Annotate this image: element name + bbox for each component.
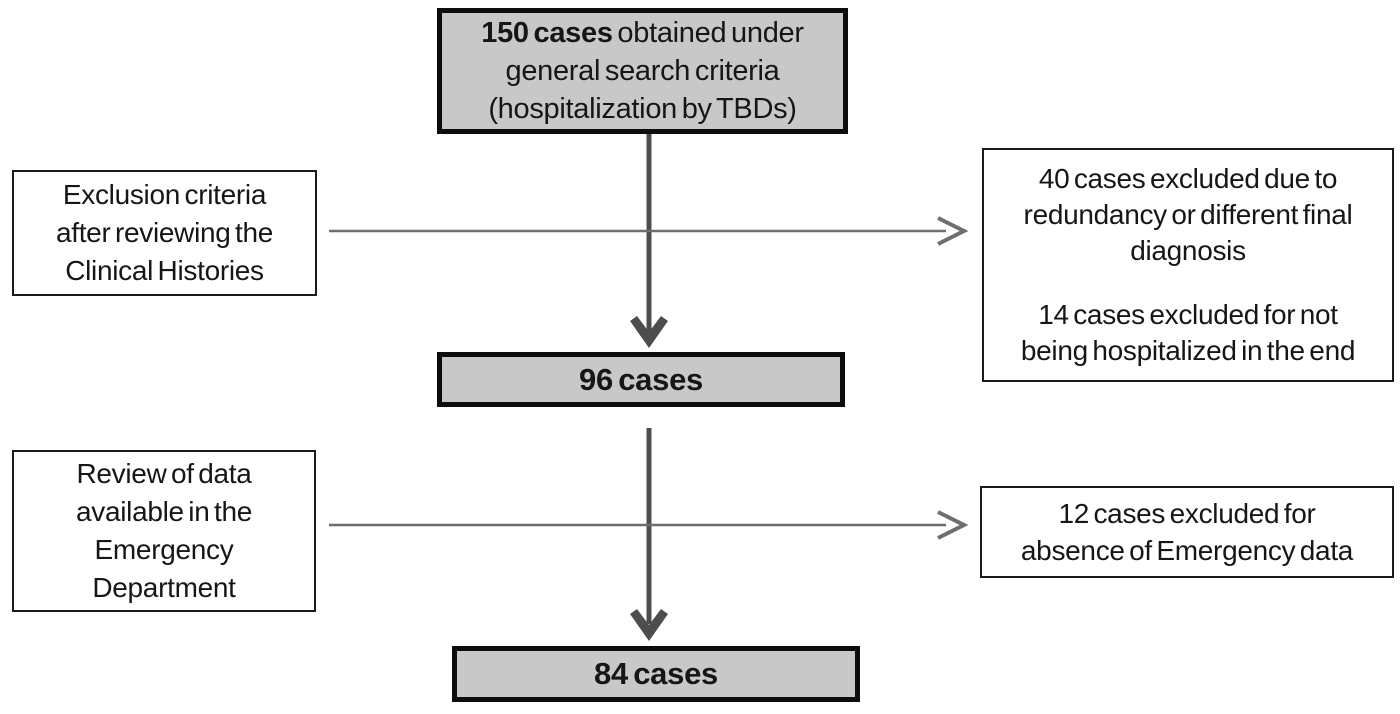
exclusion-criteria-box: Exclusion criteria after reviewing the C…	[12, 170, 317, 296]
emergency-review-line-4: Department	[92, 572, 236, 603]
emergency-review-line-2: available in the	[76, 496, 252, 527]
exclusion-criteria-line-3: Clinical Histories	[65, 255, 264, 286]
first-exclusion-paragraph-2: 14 cases excluded for not being hospital…	[984, 297, 1392, 369]
start-box-line-1: 150 cases obtained under	[442, 14, 843, 52]
first-exclusion-box: 40 cases excluded due to redundancy or d…	[982, 148, 1394, 382]
start-box-line-3: (hospitalization by TBDs)	[488, 93, 797, 125]
cases-96-box: 96 cases	[437, 352, 845, 407]
first-exclusion-p2-line-2: being hospitalized in the end	[1020, 335, 1356, 366]
first-exclusion-p1-line-3: diagnosis	[1130, 235, 1246, 266]
first-exclusion-p1-line-2: redundancy or different final	[1023, 199, 1353, 230]
first-exclusion-p2-line-1: 14 cases excluded for not	[1038, 299, 1338, 330]
right-arrow-1-head	[937, 216, 969, 246]
cases-84-box: 84 cases	[452, 646, 860, 702]
emergency-review-line-1: Review of data	[76, 458, 252, 489]
second-exclusion-box: 12 cases excluded for absence of Emergen…	[980, 486, 1394, 578]
down-arrow-1-head	[630, 316, 668, 348]
down-arrow-2-head	[630, 609, 668, 641]
emergency-review-box: Review of data available in the Emergenc…	[12, 450, 316, 612]
start-box-line-1-rest: obtained under	[612, 17, 804, 49]
emergency-review-line-3: Emergency	[94, 534, 234, 565]
second-exclusion-line-2: absence of Emergency data	[1020, 535, 1354, 566]
cases-96-label: 96 cases	[579, 361, 703, 397]
right-arrow-2-head	[937, 510, 969, 540]
first-exclusion-p1-line-1: 40 cases excluded due to	[1038, 163, 1338, 194]
first-exclusion-paragraph-1: 40 cases excluded due to redundancy or d…	[984, 161, 1392, 269]
exclusion-criteria-line-2: after reviewing the	[55, 217, 274, 248]
second-exclusion-line-1: 12 cases excluded for	[1058, 498, 1316, 529]
exclusion-criteria-line-1: Exclusion criteria	[62, 179, 267, 210]
start-box-line-2: general search criteria	[505, 55, 780, 87]
cases-84-label: 84 cases	[594, 656, 718, 691]
start-box: 150 cases obtained under general search …	[437, 8, 848, 134]
start-box-emphasis: 150 cases	[481, 17, 613, 49]
